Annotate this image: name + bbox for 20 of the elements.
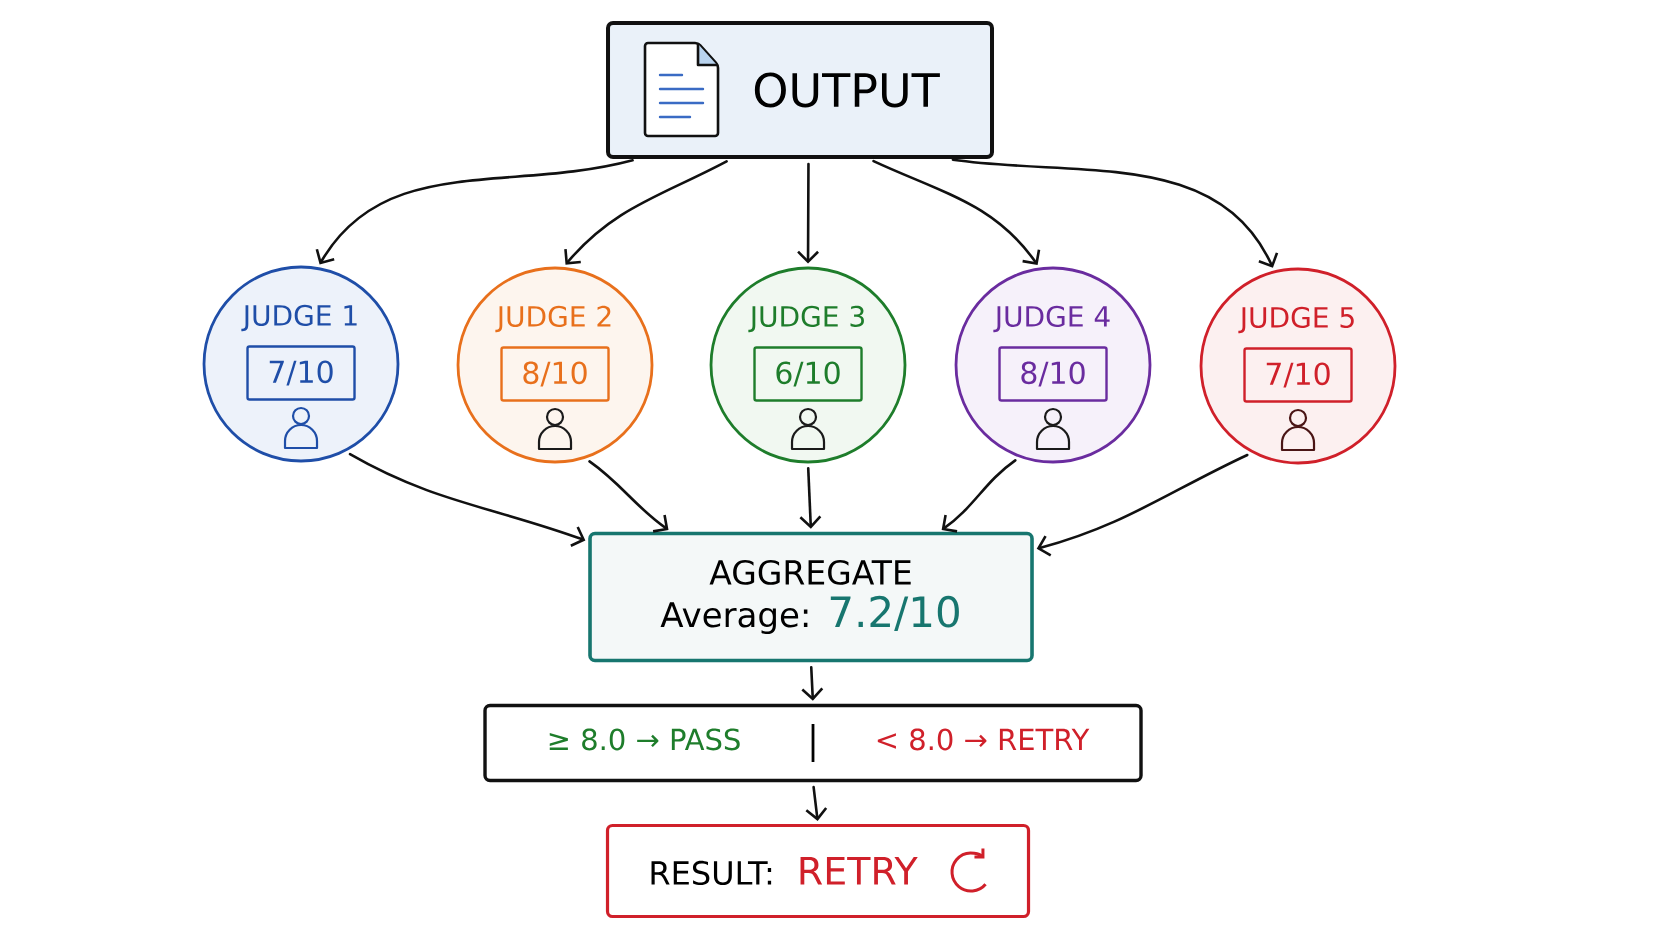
arrow xyxy=(348,452,586,547)
arrow xyxy=(315,159,634,265)
arrow xyxy=(951,158,1279,268)
arrow xyxy=(588,460,669,533)
aggregate-box: AGGREGATE Average: 7.2/10 xyxy=(588,531,1034,663)
arrow xyxy=(1036,453,1249,557)
score-box: 8/10 xyxy=(500,346,610,402)
result-box: RESULT: RETRY xyxy=(605,823,1031,919)
arrow xyxy=(941,459,1017,533)
arrow xyxy=(799,467,822,529)
score-box: 7/10 xyxy=(1243,347,1353,403)
arrow xyxy=(564,160,728,265)
arrow xyxy=(805,785,828,821)
score-box: 7/10 xyxy=(246,345,356,401)
score-box: 8/10 xyxy=(998,346,1108,402)
arrow xyxy=(872,159,1041,266)
threshold-box: ≥ 8.0 → PASS < 8.0 → RETRY xyxy=(483,703,1143,783)
arrow xyxy=(797,162,819,264)
score-box: 6/10 xyxy=(753,346,863,402)
arrow xyxy=(801,666,824,701)
